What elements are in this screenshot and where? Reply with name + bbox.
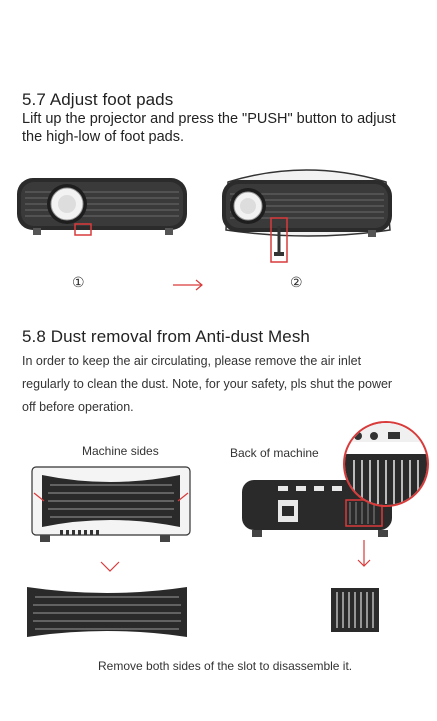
side-mesh-illustration bbox=[27, 587, 187, 637]
magnified-vent-detail bbox=[343, 421, 429, 507]
step-two-marker: ② bbox=[290, 274, 303, 290]
arrow-down-icon bbox=[100, 561, 120, 572]
instruction-line: the high-low of foot pads. bbox=[22, 129, 185, 145]
section-heading-foot-pads: 5.7 Adjust foot pads bbox=[22, 90, 174, 109]
projector-lifted-illustration bbox=[222, 169, 392, 263]
dust-removal-instructions: In order to keep the air circulating, pl… bbox=[22, 350, 432, 419]
foot-pads-instructions: Lift up the projector and press the "PUS… bbox=[22, 110, 432, 146]
foot-pad-highlight bbox=[270, 217, 288, 263]
back-of-machine-label: Back of machine bbox=[230, 446, 319, 460]
back-mesh-illustration bbox=[331, 588, 379, 632]
projector-front-illustration bbox=[17, 178, 187, 236]
instruction-line: In order to keep the air circulating, pl… bbox=[22, 354, 362, 368]
disassemble-caption: Remove both sides of the slot to disasse… bbox=[98, 659, 353, 673]
arrow-right-icon bbox=[173, 279, 203, 291]
section-heading-dust-removal: 5.8 Dust removal from Anti-dust Mesh bbox=[22, 327, 310, 346]
instruction-line: Lift up the projector and press the "PUS… bbox=[22, 111, 396, 127]
step-one-marker: ① bbox=[72, 274, 85, 290]
arrow-down-icon bbox=[357, 540, 371, 567]
instruction-line: off before operation. bbox=[22, 400, 134, 414]
push-button-highlight bbox=[74, 223, 92, 236]
instruction-line: regularly to clean the dust. Note, for y… bbox=[22, 377, 393, 391]
machine-sides-label: Machine sides bbox=[82, 444, 159, 458]
machine-side-illustration bbox=[31, 466, 191, 542]
